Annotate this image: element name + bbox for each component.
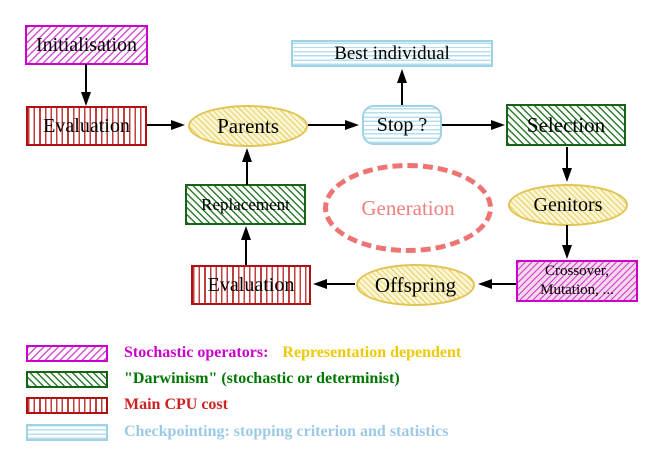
arrow-init-to-evaluation-line [85,64,87,93]
legend-swatch-stochastic-operators [26,345,108,362]
arrow-stop-to-selection-line [442,124,492,126]
generation-dashed-ellipse: Generation [323,163,493,253]
node-crossover-line1: Crossover, [545,263,609,279]
arrow-init-to-evaluation-head [81,92,91,106]
node-stop-label: Stop ? [376,113,428,136]
node-best-individual: Best individual [291,40,493,67]
legend-swatch-checkpointing [26,424,108,441]
node-offspring: Offspring [356,264,475,306]
arrow-evaluation-to-replacement-head [241,226,251,240]
node-parents-label: Parents [217,113,279,138]
node-evaluation-top-label: Evaluation [43,114,130,137]
arrow-stop-to-best-head [397,69,407,83]
arrow-stop-to-best-line [401,83,403,105]
legend-row-checkpointing: Checkpointing: stopping criterion and st… [124,423,448,441]
arrow-parents-to-stop-line [308,124,346,126]
arrow-parents-to-stop-head [345,120,359,130]
legend-label-cpu-cost: Main CPU cost [124,396,228,413]
arrow-selection-to-genitors-line [566,147,568,169]
arrow-stop-to-selection-head [491,120,505,130]
arrow-genitors-to-crossover-head [562,245,572,259]
node-evaluation-top: Evaluation [26,106,147,146]
arrow-crossover-to-offspring-line [492,283,516,285]
legend-label-representation-dependent: Representation dependent [282,344,462,361]
node-initialisation-label: Initialisation [35,33,138,56]
node-crossover-mutation: Crossover, Mutation, ... [516,260,638,302]
legend-label-stochastic-operators: Stochastic operators: [124,344,269,361]
node-stop: Stop ? [362,105,442,145]
arrow-replacement-to-parents-line [246,162,248,185]
generation-label: Generation [361,195,455,220]
legend-row-darwinism: "Darwinism" (stochastic or determinist) [124,370,400,388]
node-evaluation-bottom-label: Evaluation [207,273,295,296]
arrow-evaluation-to-replacement-line [245,240,247,265]
node-evaluation-bottom: Evaluation [191,265,311,305]
legend-row-stochastic-operators: Stochastic operators: Representation dep… [124,344,461,362]
legend-row-cpu-cost: Main CPU cost [124,396,228,414]
arrow-offspring-to-evaluation-head [313,279,327,289]
arrow-genitors-to-crossover-line [566,225,568,246]
node-replacement: Replacement [185,184,306,225]
node-offspring-label: Offspring [374,272,457,297]
node-selection-label: Selection [526,112,606,137]
node-best-individual-label: Best individual [334,42,450,64]
node-initialisation: Initialisation [25,25,148,65]
node-parents: Parents [188,105,308,147]
legend-label-checkpointing: Checkpointing: stopping criterion and st… [124,423,449,440]
node-replacement-label: Replacement [201,194,290,214]
legend-swatch-darwinism [26,371,108,388]
legend-label-darwinism: "Darwinism" (stochastic or determinist) [124,370,400,387]
arrow-evaluation-to-parents-line [147,124,172,126]
legend-swatch-cpu-cost [26,397,108,414]
arrow-replacement-to-parents-head [242,148,252,162]
node-selection: Selection [506,104,626,146]
arrow-evaluation-to-parents-head [171,120,185,130]
node-crossover-line2: Mutation, ... [540,282,614,298]
arrow-crossover-to-offspring-head [478,279,492,289]
arrow-selection-to-genitors-head [562,168,572,182]
arrow-offspring-to-evaluation-line [327,283,355,285]
node-genitors: Genitors [508,184,628,226]
node-genitors-label: Genitors [533,193,603,216]
